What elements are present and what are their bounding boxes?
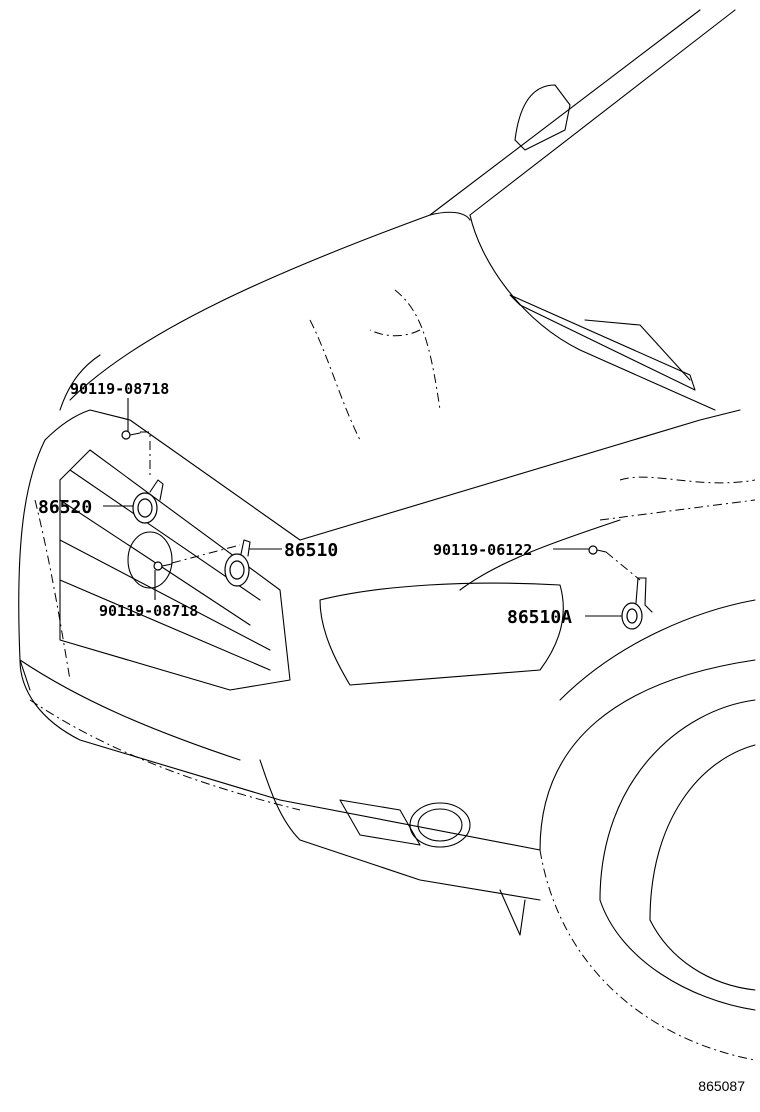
- horn-right: [621, 577, 653, 630]
- label-horn-low: 86520: [38, 497, 92, 518]
- bolt-right: [588, 545, 641, 581]
- label-horn-high: 86510: [284, 540, 338, 561]
- figure-number: 865087: [698, 1078, 745, 1094]
- horn-low-pitch: [132, 479, 164, 524]
- horn-high-pitch: [127, 531, 251, 589]
- label-horn-right: 86510A: [507, 607, 572, 628]
- bolt-lower-left: [153, 544, 241, 571]
- vehicle-body-outline: [18, 9, 756, 1061]
- label-bolt-lower-left: 90119-08718: [99, 602, 198, 620]
- leader-lines: [103, 398, 622, 617]
- bolt-upper-left: [121, 430, 151, 478]
- label-bolt-right: 90119-06122: [433, 541, 532, 559]
- label-bolt-upper-left: 90119-08718: [70, 380, 169, 398]
